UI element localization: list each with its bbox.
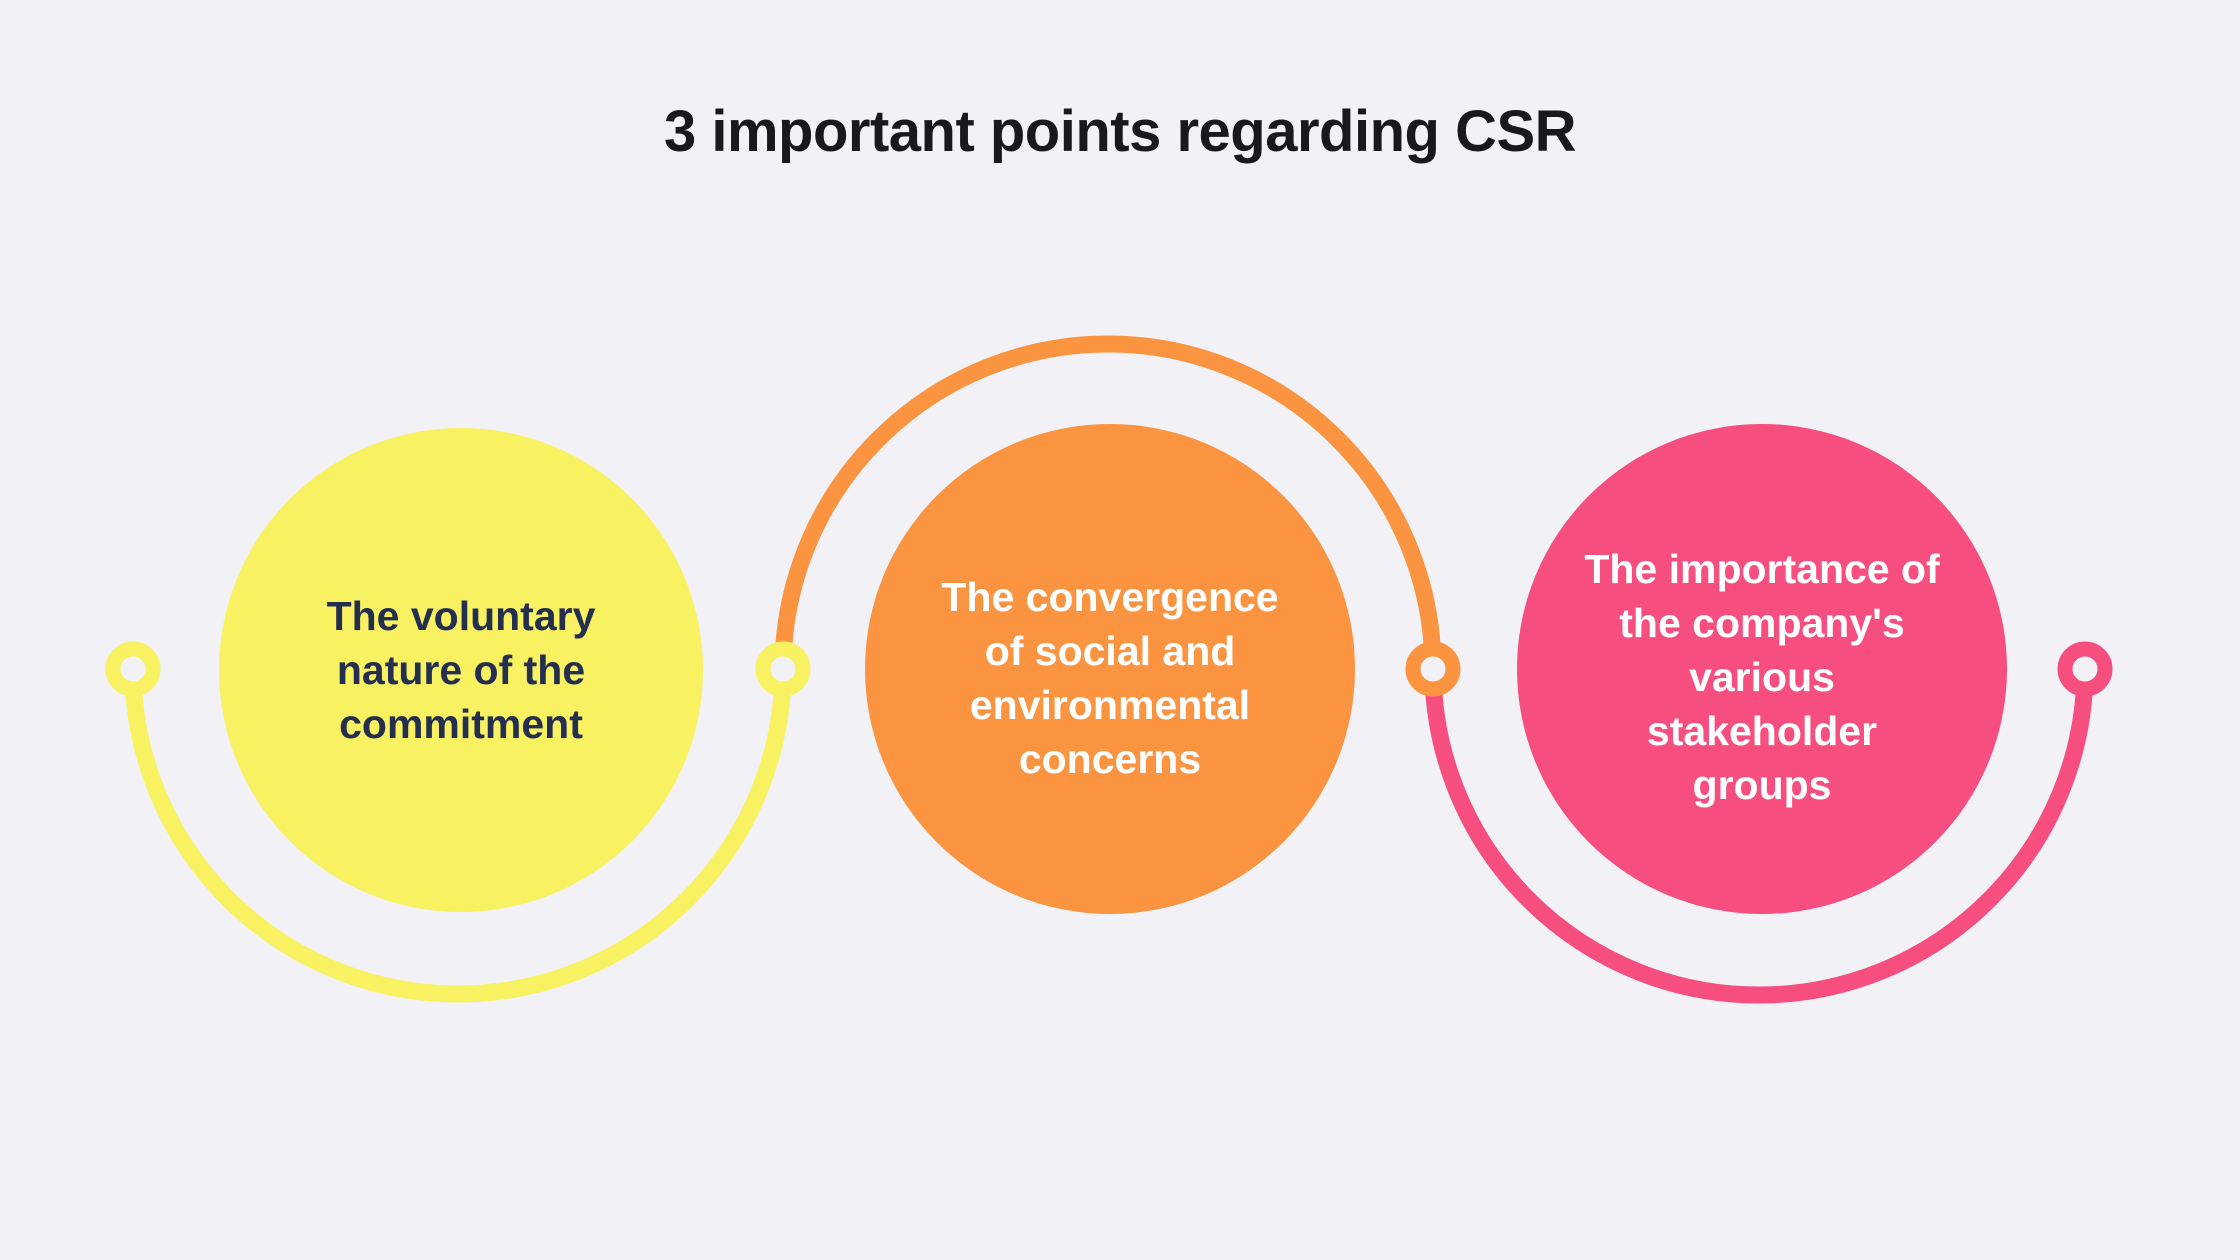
- circle-voluntary-commitment: [219, 428, 703, 912]
- connector-arc-yellow: [124, 668, 792, 1003]
- connector-ring-left-yellow: [105, 641, 161, 697]
- circle-social-environmental-convergence: [865, 424, 1355, 914]
- connector-ring-mid-right-orange: [1405, 641, 1461, 697]
- connector-arc-pink: [1424, 668, 2094, 1004]
- circle-stakeholder-importance: [1517, 424, 2007, 914]
- page-title: 3 important points regarding CSR: [663, 99, 1577, 164]
- connector-arc-orange: [774, 335, 1442, 670]
- connector-ring-right-pink: [2057, 641, 2113, 697]
- connector-ring-mid-left-yellow: [755, 641, 811, 697]
